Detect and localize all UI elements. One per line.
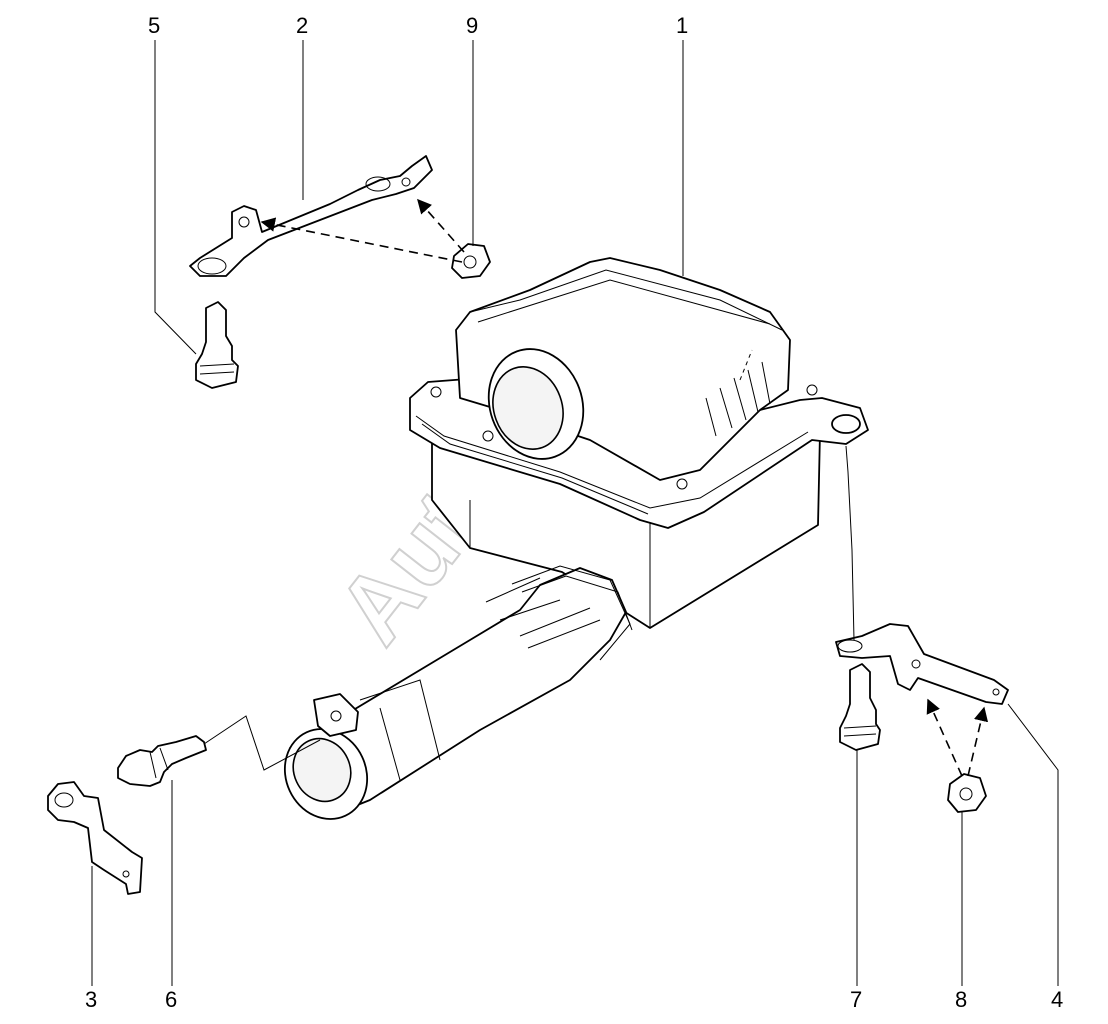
intake-pipe — [283, 565, 633, 820]
assembly-arrows — [260, 198, 989, 777]
callout-6: 6 — [165, 987, 177, 1012]
grommet-to-pipe-guide — [203, 715, 321, 771]
callout-4: 4 — [1051, 987, 1063, 1012]
callout-3: 3 — [85, 987, 97, 1012]
mounting-stud-upper — [195, 301, 239, 389]
callout-5: 5 — [148, 13, 160, 38]
leader-lines — [91, 40, 1059, 986]
callout-8: 8 — [955, 987, 967, 1012]
air-filter-housing — [409, 257, 869, 629]
mounting-stud-lower — [839, 663, 881, 751]
callout-1: 1 — [676, 13, 688, 38]
lower-right-bracket — [835, 623, 1009, 705]
stud-to-bracket-guide — [845, 445, 855, 641]
flange-nut-upper — [451, 243, 491, 279]
flange-nut-lower — [947, 773, 987, 813]
callout-labels: 5 2 9 1 3 6 7 8 4 — [85, 13, 1063, 1012]
callout-9: 9 — [466, 13, 478, 38]
lower-left-bracket — [47, 781, 143, 895]
callout-2: 2 — [296, 13, 308, 38]
upper-strap-bracket — [189, 155, 433, 277]
rubber-grommet-stud — [117, 735, 207, 787]
callout-7: 7 — [850, 987, 862, 1012]
